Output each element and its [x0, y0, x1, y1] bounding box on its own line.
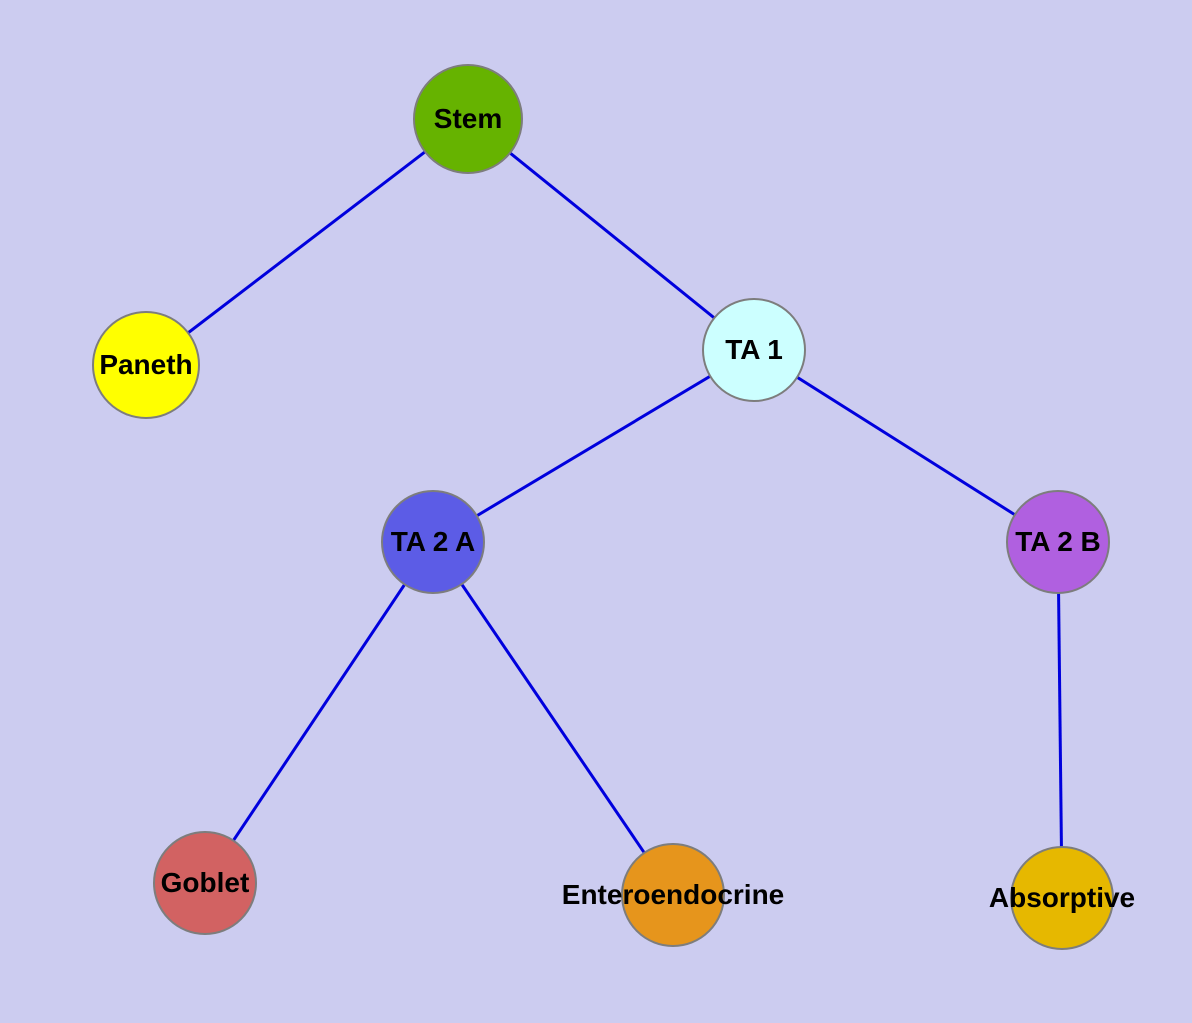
edge-stem-to-ta1 — [467, 117, 755, 352]
edge-ta2a-to-goblet — [203, 541, 435, 884]
node-ta2a: TA 2 A — [381, 490, 485, 594]
edge-ta2b-to-absorptive — [1056, 541, 1064, 899]
node-label-stem: Stem — [433, 103, 503, 134]
edge-ta1-to-ta2a — [432, 348, 755, 544]
node-label-ta2b: TA 2 B — [1015, 526, 1101, 557]
node-label-ta1: TA 1 — [725, 334, 783, 365]
node-label-ta2a: TA 2 A — [390, 526, 476, 557]
node-label-goblet: Goblet — [160, 867, 250, 898]
node-paneth: Paneth — [92, 311, 200, 419]
node-label-enteroendocrine: Enteroendocrine — [561, 879, 785, 910]
node-label-paneth: Paneth — [99, 349, 193, 380]
node-goblet: Goblet — [153, 831, 257, 935]
node-enteroendocrine: Enteroendocrine — [562, 843, 784, 947]
edge-stem-to-paneth — [145, 117, 469, 367]
edge-ta2a-to-enteroendocrine — [431, 541, 675, 896]
node-label-absorptive: Absorptive — [988, 882, 1136, 913]
node-ta1: TA 1 — [702, 298, 806, 402]
edge-ta1-to-ta2b — [753, 348, 1059, 544]
node-ta2b: TA 2 B — [1006, 490, 1110, 594]
node-absorptive: Absorptive — [989, 846, 1135, 950]
node-stem: Stem — [413, 64, 523, 174]
